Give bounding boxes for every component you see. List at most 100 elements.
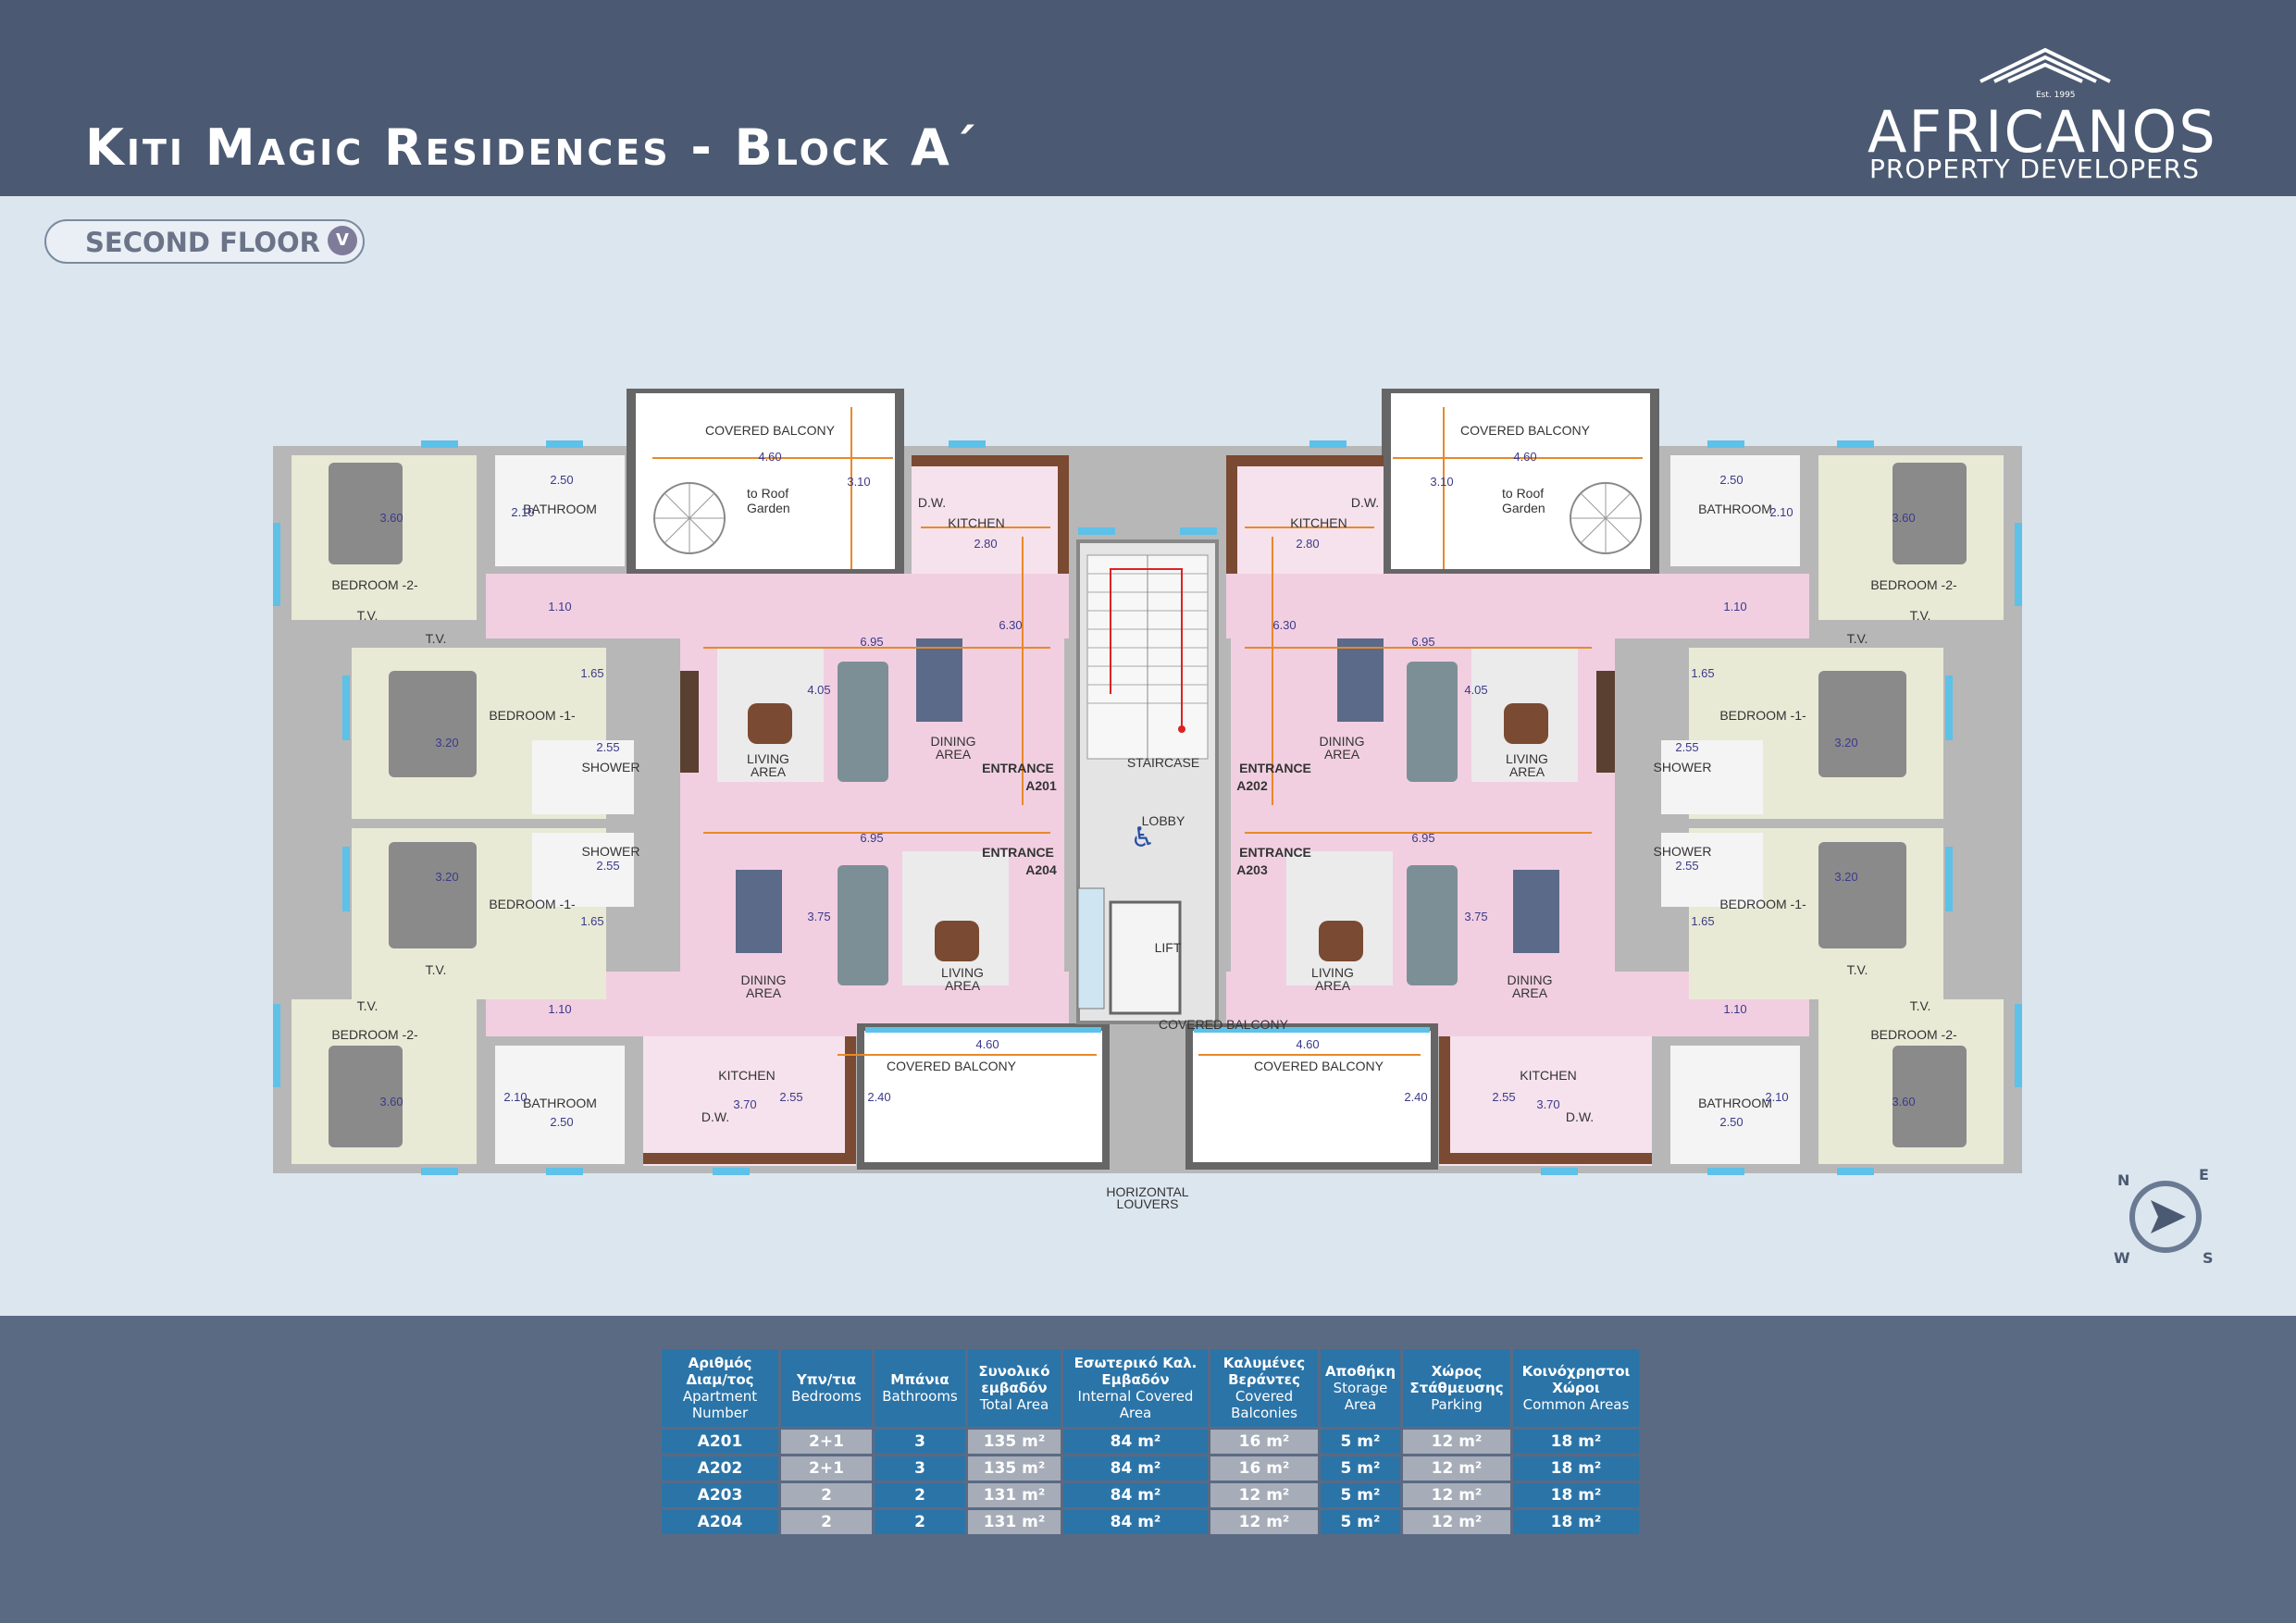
table-row: A203 2 2 131 m² 84 m² 12 m² 5 m² 12 m² 1… [662, 1483, 1639, 1507]
table-cell: 2 [781, 1510, 872, 1534]
tv-label: T.V. [357, 998, 379, 1013]
tv-label: T.V. [1910, 608, 1931, 623]
dim-label: 2.55 [1675, 859, 1698, 873]
company-logo: Est. 1995 AFRICANOS PROPERTY DEVELOPERS [1860, 44, 2226, 184]
floor-selector-label: SECOND FLOOR [85, 227, 320, 258]
table-cell: 5 m² [1321, 1510, 1400, 1534]
dim-label: 3.20 [1834, 870, 1857, 884]
bedroom2-label: BEDROOM -2- [331, 1027, 418, 1042]
kitchen-label: KITCHEN [718, 1068, 775, 1083]
chevron-down-icon[interactable]: V [328, 226, 357, 255]
compass-w: W [2114, 1249, 2130, 1267]
dim-label: 4.05 [1464, 683, 1487, 697]
bathroom-a204 [495, 1046, 625, 1164]
apartment-a202-label: A202 [1236, 778, 1268, 793]
furniture [680, 638, 1615, 985]
bedroom1-label: BEDROOM -1- [489, 897, 576, 911]
roof-garden-label: to Roof [747, 486, 788, 501]
table-cell: 2 [781, 1483, 872, 1507]
bedroom1-label: BEDROOM -1- [1719, 897, 1806, 911]
bedroom1-label: BEDROOM -1- [489, 708, 576, 723]
table-cell: 12 m² [1403, 1456, 1510, 1481]
dim-label: 1.10 [548, 1002, 571, 1016]
dining-label: DINING [931, 734, 976, 749]
dim-label: 3.60 [1892, 1095, 1915, 1109]
logo-est: Est. 1995 [2036, 91, 2076, 100]
apartment-a203-label: A203 [1236, 862, 1268, 877]
dim-label: 3.70 [1536, 1097, 1559, 1111]
floor-selector[interactable]: SECOND FLOOR V [44, 219, 365, 264]
dim-label: 2.50 [550, 473, 573, 487]
covered-balcony-label: COVERED BALCONY [887, 1059, 1017, 1073]
dim-label: 6.95 [860, 831, 883, 845]
bathroom-a202 [1670, 455, 1800, 566]
tv-label: T.V. [357, 608, 379, 623]
living-label: AREA [1315, 978, 1351, 993]
dining-label: AREA [1324, 747, 1360, 762]
corridor-a201 [486, 574, 1069, 638]
table-cell: 5 m² [1321, 1483, 1400, 1507]
table-cell: 84 m² [1063, 1430, 1208, 1454]
dim-label: 2.50 [550, 1115, 573, 1129]
dining-label: AREA [936, 747, 972, 762]
apartment-a204-label: A204 [1025, 862, 1057, 877]
kitchen-label: KITCHEN [1520, 1068, 1576, 1083]
table-cell: 2+1 [781, 1430, 872, 1454]
dim-label: 1.10 [1723, 1002, 1746, 1016]
table-cell: 18 m² [1513, 1456, 1639, 1481]
dining-label: AREA [1512, 985, 1548, 1000]
staircase-label: STAIRCASE [1127, 755, 1199, 770]
dim-label: 6.30 [999, 618, 1022, 632]
dim-label: 4.60 [758, 450, 781, 464]
roof-garden-label: Garden [1502, 501, 1545, 515]
kitchen-a204 [643, 1036, 856, 1166]
dim-label: 4.60 [975, 1037, 999, 1051]
dining-label: DINING [1320, 734, 1365, 749]
dim-label: 2.40 [867, 1090, 890, 1104]
dim-label: 2.10 [503, 1090, 527, 1104]
dim-label: 1.10 [548, 600, 571, 613]
kitchen-counters [643, 455, 1652, 1164]
compass-n: N [2117, 1171, 2129, 1189]
entrance-label: ENTRANCE [1239, 761, 1311, 775]
tv-label: T.V. [426, 631, 447, 646]
dim-label: 6.95 [1411, 831, 1434, 845]
table-cell: 2+1 [781, 1456, 872, 1481]
dim-label: 3.10 [847, 475, 870, 489]
corridor-a202 [1226, 574, 1809, 638]
roof-garden-label: to Roof [1502, 486, 1544, 501]
spiral-stair-a202 [1570, 482, 1642, 554]
table-row: A201 2+1 3 135 m² 84 m² 16 m² 5 m² 12 m²… [662, 1430, 1639, 1454]
shower-a203 [1661, 833, 1763, 907]
table-cell: 3 [875, 1456, 965, 1481]
table-cell: 135 m² [968, 1456, 1061, 1481]
page-title: Kiti Magic Residences - Block A΄ [85, 118, 977, 177]
table-cell: 131 m² [968, 1510, 1061, 1534]
table-cell: 12 m² [1403, 1483, 1510, 1507]
dim-label: 2.10 [1769, 505, 1793, 519]
table-cell: 16 m² [1210, 1430, 1318, 1454]
table-cell: 131 m² [968, 1483, 1061, 1507]
shower-label: SHOWER [582, 844, 640, 859]
dim-label: 4.60 [1296, 1037, 1319, 1051]
table-cell: A202 [662, 1456, 778, 1481]
spiral-stair-a201 [653, 482, 726, 554]
table-cell: 12 m² [1210, 1510, 1318, 1534]
shower-label: SHOWER [1654, 844, 1712, 859]
kitchen-a203 [1439, 1036, 1652, 1166]
bedroom2-label: BEDROOM -2- [1870, 1027, 1957, 1042]
dim-label: 2.55 [1675, 740, 1698, 754]
dining-label: DINING [1508, 973, 1553, 987]
dim-label: 3.60 [1892, 511, 1915, 525]
dim-label: 2.10 [511, 505, 534, 519]
dishwasher-label: D.W. [918, 495, 946, 510]
dim-label: 1.65 [1691, 666, 1714, 680]
tv-label: T.V. [1847, 631, 1868, 646]
table-cell: A203 [662, 1483, 778, 1507]
dim-label: 3.75 [1464, 910, 1487, 923]
lobby-window [1077, 887, 1105, 1010]
